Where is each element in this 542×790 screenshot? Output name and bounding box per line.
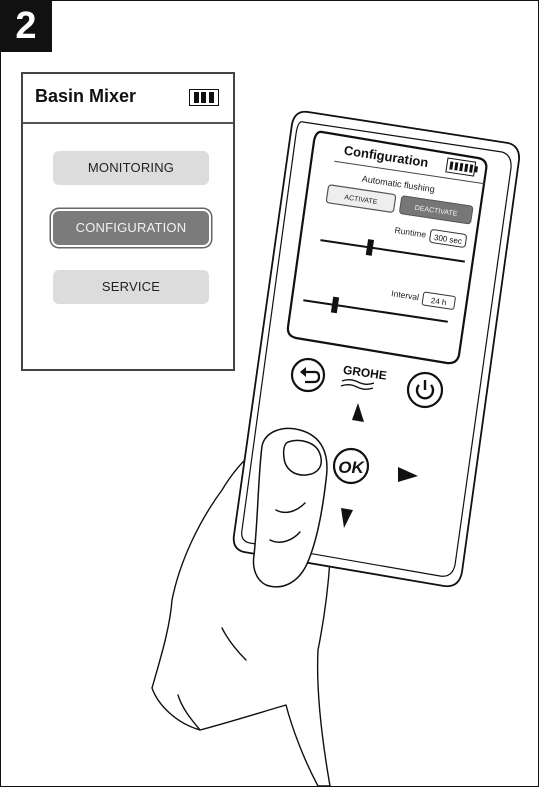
runtime-label: Runtime (394, 225, 427, 240)
brand-logo-text: GROHE (342, 363, 388, 383)
up-arrow-icon[interactable] (352, 403, 364, 422)
thumb-illustration (252, 427, 328, 588)
interval-value: 24 h (430, 296, 447, 307)
step-number-badge: 2 (0, 0, 52, 52)
power-button[interactable] (406, 371, 444, 409)
battery-icon (445, 157, 479, 177)
interval-value-box (421, 291, 456, 310)
panel-header: Basin Mixer (23, 74, 233, 124)
app-screen-panel: Basin Mixer MONITORING CONFIGURATION SER… (21, 72, 235, 371)
panel-title: Basin Mixer (35, 86, 137, 106)
down-arrow-icon[interactable] (341, 508, 353, 528)
configuration-button[interactable]: CONFIGURATION (53, 211, 209, 245)
activate-button-label: ACTIVATE (344, 194, 378, 206)
ok-label: OK (338, 458, 365, 477)
runtime-slider-track[interactable] (320, 239, 465, 263)
monitoring-button[interactable]: MONITORING (53, 151, 209, 185)
power-icon (415, 380, 435, 400)
runtime-value: 300 sec (433, 233, 462, 246)
right-arrow-icon[interactable] (398, 467, 418, 482)
interval-label: Interval (391, 288, 420, 302)
activate-button[interactable] (325, 184, 397, 213)
interval-slider-track[interactable] (303, 299, 448, 323)
runtime-value-box (429, 229, 467, 248)
brand-logo: GROHE (340, 363, 388, 390)
battery-bars-icon (189, 89, 219, 106)
service-button[interactable]: SERVICE (53, 270, 209, 304)
runtime-slider-handle[interactable] (365, 239, 375, 256)
deactivate-button[interactable] (399, 195, 474, 225)
back-arrow-icon (300, 367, 321, 384)
back-button[interactable] (290, 357, 326, 393)
interval-slider-handle[interactable] (330, 296, 340, 314)
ok-button[interactable]: OK (332, 447, 370, 485)
